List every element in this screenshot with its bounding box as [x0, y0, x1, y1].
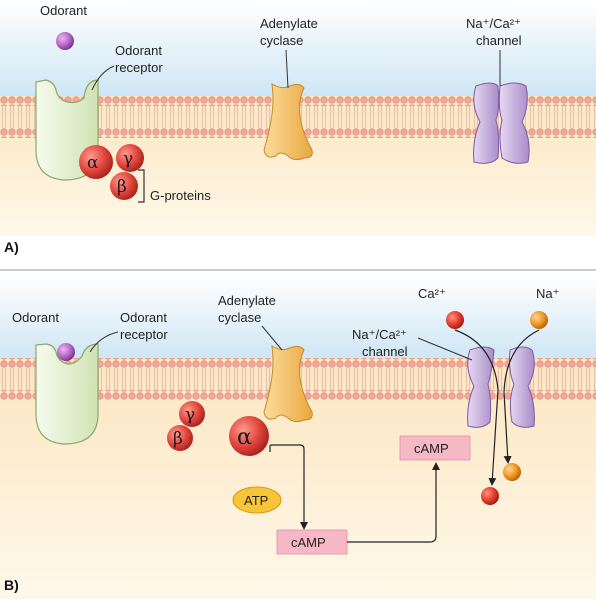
- gamma-symbol-b: γ: [185, 405, 195, 425]
- g-protein-alpha-b: [229, 416, 269, 456]
- receptor-label-line2-a: receptor: [115, 60, 163, 75]
- receptor-label-line1-a: Odorant: [115, 43, 162, 58]
- camp-label-upper: cAMP: [414, 441, 449, 456]
- panel-b: Odorant Odorant receptor γ β Adenylate c…: [0, 276, 596, 599]
- extracellular-space-a: [0, 0, 596, 96]
- cyclase-label-line2-a: cyclase: [260, 33, 303, 48]
- channel-label-line2-b: channel: [362, 344, 408, 359]
- na-ion-outside: [530, 311, 548, 329]
- g-protein-alpha-a: [79, 145, 113, 179]
- odorant-molecule-b: [57, 343, 75, 361]
- alpha-symbol-b: α: [237, 425, 252, 450]
- g-protein-beta-a: [110, 172, 138, 200]
- na-ion-inside: [503, 463, 521, 481]
- cyclase-label-line1-a: Adenylate: [260, 16, 318, 31]
- gamma-symbol-a: γ: [123, 149, 133, 169]
- odorant-label-a: Odorant: [40, 3, 87, 18]
- channel-label-line2-a: channel: [476, 33, 522, 48]
- odorant-molecule-a: [56, 32, 74, 50]
- receptor-label-line2-b: receptor: [120, 327, 168, 342]
- cyclase-pointer-b: [261, 325, 283, 351]
- camp-to-channel-arrow: [347, 462, 440, 543]
- g-protein-bracket-a: [138, 169, 145, 203]
- ca-ion-path: [454, 329, 499, 486]
- channel-pointer-b: [417, 337, 473, 361]
- channel-label-line1-b: Na⁺/Ca²⁺: [352, 327, 407, 342]
- na-ion-path: [503, 329, 540, 464]
- alpha-symbol-a: α: [87, 153, 99, 173]
- beta-symbol-a: β: [117, 177, 127, 197]
- panel-a: Odorant Odorant receptor α γ β G-protein…: [0, 0, 596, 255]
- cyclase-pointer-a: [285, 49, 289, 89]
- adenylate-cyclase-a: [263, 83, 313, 161]
- na-ion-label: Na⁺: [536, 286, 559, 301]
- panel-label-a: A): [4, 239, 19, 255]
- adenylate-cyclase-b: [263, 345, 313, 423]
- g-protein-beta-b: [167, 425, 193, 451]
- receptor-pointer-b: [89, 331, 119, 353]
- receptor-label-line1-b: Odorant: [120, 310, 167, 325]
- cyclase-label-line2-b: cyclase: [218, 310, 261, 325]
- odorant-label-b: Odorant: [12, 310, 59, 325]
- ca-ion-label: Ca²⁺: [418, 286, 446, 301]
- receptor-pointer-a: [91, 65, 115, 91]
- odorant-receptor-b: [35, 343, 99, 445]
- channel-label-line1-a: Na⁺/Ca²⁺: [466, 16, 521, 31]
- beta-symbol-b: β: [173, 429, 183, 449]
- g-protein-gamma-a: [116, 144, 144, 172]
- g-protein-gamma-b: [179, 401, 205, 427]
- camp-label-lower: cAMP: [291, 535, 326, 550]
- gproteins-label-a: G-proteins: [150, 188, 211, 203]
- atp-label: ATP: [244, 493, 268, 508]
- extracellular-space-b: [0, 276, 596, 358]
- ca-ion-inside: [481, 487, 499, 505]
- atp-to-camp-arrow: [269, 444, 308, 530]
- na-ca-channel-b: [467, 346, 535, 428]
- ca-ion-outside: [446, 311, 464, 329]
- atp-molecule: [232, 486, 282, 514]
- cyclase-label-line1-b: Adenylate: [218, 293, 276, 308]
- camp-box-lower: [276, 529, 348, 555]
- camp-box-upper: [399, 435, 471, 461]
- na-ca-channel-a: [473, 82, 530, 164]
- panel-label-b: B): [4, 577, 19, 593]
